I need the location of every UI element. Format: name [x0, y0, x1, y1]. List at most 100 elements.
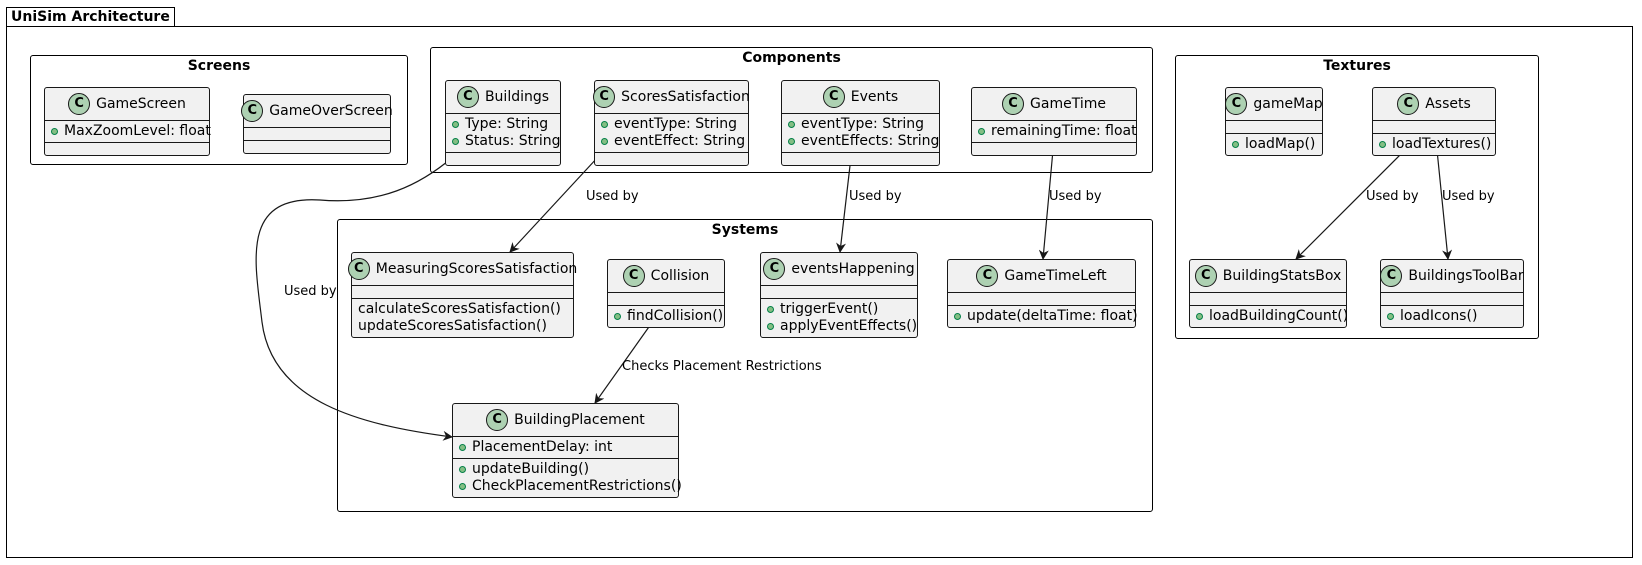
public-visibility-icon — [767, 322, 774, 330]
class-attributes-empty — [608, 292, 724, 305]
class-methods-empty — [446, 152, 560, 165]
class-buildings: C Buildings Type: String Status: String — [445, 80, 561, 166]
class-name: eventsHappening — [791, 261, 915, 277]
class-methods-empty — [972, 142, 1136, 155]
class-name: BuildingStatsBox — [1222, 268, 1342, 284]
class-game-time-left: C GameTimeLeft update(deltaTime: float) — [947, 259, 1138, 328]
class-attributes-empty — [1226, 120, 1322, 133]
class-attribute: MaxZoomLevel: float — [64, 123, 211, 139]
class-methods-empty — [45, 142, 209, 155]
arrow-assets-to-buildings-tool-bar — [1436, 149, 1453, 260]
package-unisim-architecture — [6, 26, 1633, 558]
class-marker-icon: C — [486, 409, 509, 431]
arrow-scores-satisfaction-to-measuring — [509, 156, 599, 253]
class-marker-icon: C — [1002, 93, 1025, 115]
frame-title-components: Components — [742, 50, 841, 66]
class-marker-icon: C — [241, 100, 264, 122]
class-marker-icon: C — [976, 265, 999, 287]
class-name: BuildingsToolBar — [1408, 268, 1524, 284]
class-marker-icon: C — [1380, 265, 1403, 287]
class-marker-icon: C — [763, 258, 786, 280]
class-game-over-screen: C GameOverScreen — [241, 94, 393, 154]
class-marker-icon: C — [1397, 93, 1420, 115]
class-method: loadBuildingCount() — [1209, 308, 1349, 324]
class-name: GameTime — [1030, 96, 1106, 112]
relation-label: Used by — [284, 284, 337, 299]
class-marker-icon: C — [347, 258, 370, 280]
class-game-time: C GameTime remainingTime: float — [971, 87, 1137, 156]
class-building-stats-box: C BuildingStatsBox loadBuildingCount() — [1189, 259, 1349, 328]
class-marker-icon: C — [1194, 265, 1217, 287]
class-marker-icon: C — [68, 93, 91, 115]
class-method: updateScoresSatisfaction() — [358, 318, 547, 334]
class-name: MeasuringScoresSatisfaction — [375, 261, 578, 277]
public-visibility-icon — [459, 465, 466, 473]
class-method: triggerEvent() — [780, 301, 879, 317]
frame-systems: Systems — [337, 219, 1153, 512]
public-visibility-icon — [788, 120, 795, 128]
class-marker-icon: C — [622, 265, 645, 287]
class-attributes-empty — [1190, 292, 1346, 305]
relation-label: Used by — [1366, 189, 1419, 204]
class-name: Buildings — [484, 89, 550, 105]
public-visibility-icon — [452, 137, 459, 145]
class-attributes-empty — [1381, 292, 1523, 305]
class-method: loadTextures() — [1392, 136, 1492, 152]
class-name: BuildingPlacement — [514, 412, 645, 428]
class-method: update(deltaTime: float) — [967, 308, 1138, 324]
class-method: CheckPlacementRestrictions() — [472, 478, 682, 494]
class-methods-empty — [244, 140, 390, 153]
class-method: applyEventEffects() — [780, 318, 918, 334]
public-visibility-icon — [614, 312, 621, 320]
class-methods-empty — [595, 152, 748, 165]
arrow-game-time-to-game-time-left — [1038, 149, 1054, 260]
frame-title-screens: Screens — [187, 58, 251, 74]
arrow-events-to-events-happening — [836, 156, 852, 253]
class-marker-icon: C — [593, 86, 616, 108]
frame-screens: Screens — [30, 55, 408, 165]
class-attribute: Type: String — [465, 116, 549, 132]
class-buildings-tool-bar: C BuildingsToolBar loadIcons() — [1380, 259, 1524, 328]
relation-label: Used by — [586, 189, 639, 204]
public-visibility-icon — [459, 443, 466, 451]
class-name: GameOverScreen — [269, 103, 393, 119]
class-method: updateBuilding() — [472, 461, 590, 477]
relation-label: Used by — [1442, 189, 1495, 204]
frame-components: Components — [430, 47, 1153, 173]
public-visibility-icon — [601, 120, 608, 128]
class-marker-icon: C — [456, 86, 479, 108]
class-name: Collision — [650, 268, 710, 284]
public-visibility-icon — [601, 137, 608, 145]
public-visibility-icon — [1387, 312, 1394, 320]
relation-label: Checks Placement Restrictions — [622, 359, 822, 374]
arrow-assets-to-building-stats-box — [1295, 149, 1406, 260]
class-attributes-empty — [1373, 120, 1495, 133]
relation-label: Used by — [1049, 189, 1102, 204]
public-visibility-icon — [459, 482, 466, 490]
class-building-placement: C BuildingPlacement PlacementDelay: int u… — [452, 403, 682, 498]
class-name: GameTimeLeft — [1004, 268, 1107, 284]
class-method: loadIcons() — [1400, 308, 1478, 324]
class-attribute: Status: String — [465, 133, 561, 149]
public-visibility-icon — [978, 127, 985, 135]
class-name: ScoresSatisfaction — [621, 89, 750, 105]
frame-textures: Textures — [1175, 55, 1539, 339]
arrow-collision-to-building-placement — [594, 323, 652, 404]
class-attribute: eventEffect: String — [614, 133, 746, 149]
class-attribute: PlacementDelay: int — [472, 439, 613, 455]
public-visibility-icon — [51, 127, 58, 135]
class-attributes-empty — [948, 292, 1135, 305]
public-visibility-icon — [1196, 312, 1203, 320]
public-visibility-icon — [1379, 140, 1386, 148]
class-attribute: remainingTime: float — [991, 123, 1137, 139]
public-visibility-icon — [452, 120, 459, 128]
